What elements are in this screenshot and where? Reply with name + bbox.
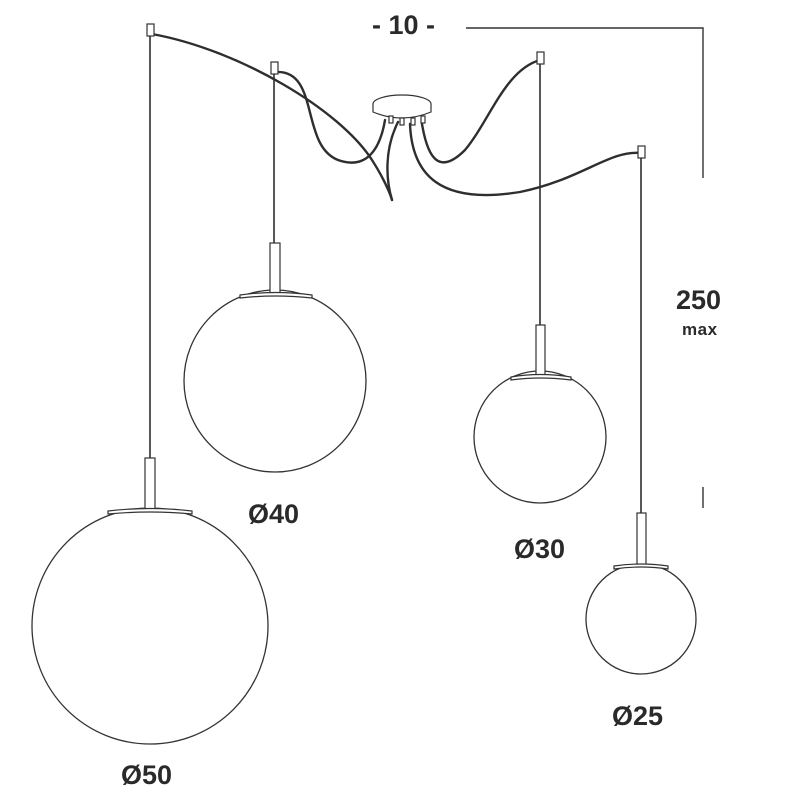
hook-1 <box>146 23 155 37</box>
spider-wires <box>150 32 642 202</box>
globe-25 <box>585 563 697 675</box>
socket-30 <box>535 324 546 376</box>
collar-50 <box>107 507 193 515</box>
diameter-label-50: Ø50 <box>121 760 173 790</box>
ceiling-canopy <box>372 94 432 126</box>
diameter-label-25: Ø25 <box>612 701 664 731</box>
pendant-globe-25 <box>585 512 697 675</box>
collar-30 <box>510 373 572 381</box>
canopy-gland-1 <box>388 115 394 124</box>
pendant-globe-40 <box>183 242 367 473</box>
hook-4 <box>637 145 646 159</box>
pendant-cords <box>149 36 642 513</box>
diameter-label-40: Ø40 <box>248 499 300 529</box>
canopy-gland-2 <box>399 117 405 126</box>
diameter-label-30: Ø30 <box>514 534 566 564</box>
collar-40 <box>239 291 313 299</box>
hook-2 <box>270 61 279 75</box>
height-dimension-value: 250 <box>676 285 722 315</box>
pendant-globe-50 <box>31 457 269 745</box>
canopy-gland-3 <box>410 117 416 126</box>
collar-25 <box>613 563 669 570</box>
globe-30 <box>473 370 607 504</box>
socket-40 <box>269 242 281 294</box>
pendant-globe-30 <box>473 324 607 504</box>
globe-50 <box>31 507 269 745</box>
socket-25 <box>636 512 647 566</box>
wire-loop <box>386 120 400 202</box>
socket-50 <box>144 457 156 512</box>
canopy-gland-4 <box>420 115 426 124</box>
wire-to-hook-4 <box>408 122 642 197</box>
width-dimension-label: - 10 - <box>372 10 436 40</box>
globe-40 <box>183 289 367 473</box>
dimension-lines <box>466 27 704 508</box>
height-dimension-top-line <box>466 27 704 178</box>
wire-to-hook-1 <box>150 32 394 202</box>
ceiling-hooks <box>146 23 646 159</box>
wire-to-hook-2 <box>274 70 387 164</box>
wire-to-hook-3 <box>420 58 542 164</box>
hook-3 <box>536 51 545 65</box>
height-dimension-note: max <box>682 320 718 339</box>
